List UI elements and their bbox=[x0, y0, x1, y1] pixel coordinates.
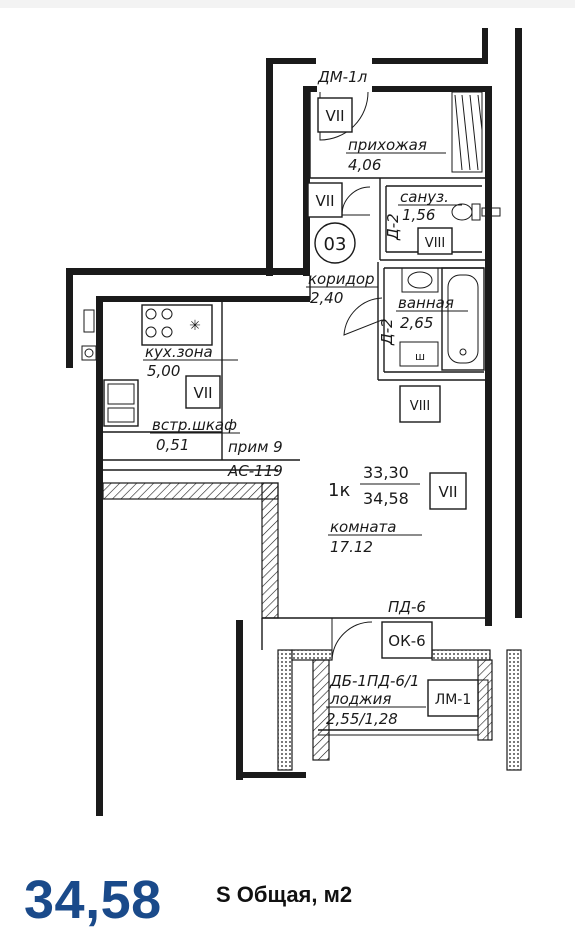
lm-label: ЛМ-1 bbox=[435, 692, 472, 708]
corridor-name: коридор bbox=[308, 270, 375, 288]
room-area: 17.12 bbox=[330, 538, 373, 556]
wc-area: 1,56 bbox=[402, 206, 435, 224]
toilet-icon bbox=[451, 203, 501, 221]
total-area-label: S Общая, м2 bbox=[216, 882, 353, 907]
mark-kitchen: VII bbox=[193, 384, 212, 402]
mark-wc: VIII bbox=[425, 236, 445, 251]
loggia-area: 2,55/1,28 bbox=[326, 710, 398, 728]
total-area-value: 34,58 bbox=[24, 870, 162, 930]
floor-plan: ✳ VII VII VIII VII VIII VII ОК-6 bbox=[0, 0, 575, 816]
door-d2-lower: Д-2 bbox=[378, 318, 396, 346]
corridor-area: 2,40 bbox=[310, 289, 343, 307]
wardrobe-name: встр.шкаф bbox=[152, 416, 237, 434]
area-living: 33,30 bbox=[363, 463, 409, 482]
mark-bath: VIII bbox=[410, 399, 430, 414]
bath-mark: ш bbox=[415, 350, 425, 363]
dm-label: ДМ-1л bbox=[317, 68, 368, 86]
db-label: ДБ-1ПД-6/1 bbox=[329, 672, 420, 690]
hall-name: прихожая bbox=[348, 136, 427, 154]
hall-area: 4,06 bbox=[348, 156, 381, 174]
wardrobe-area: 0,51 bbox=[156, 436, 189, 454]
pd6-label: ПД-6 bbox=[388, 598, 426, 616]
room-name: комната bbox=[330, 518, 396, 536]
bathroom-area: 2,65 bbox=[400, 314, 433, 332]
walls bbox=[66, 28, 522, 816]
kitchen-name: кух.зона bbox=[145, 343, 213, 361]
area-summary: 34,58 S Общая, м2 bbox=[0, 855, 575, 952]
kitchen-area: 5,00 bbox=[147, 362, 180, 380]
area-total: 34,58 bbox=[363, 489, 409, 508]
mark-entry: VII bbox=[325, 107, 344, 125]
ac-label: АС-119 bbox=[227, 462, 283, 480]
unit-number: 03 bbox=[324, 234, 347, 255]
partitions bbox=[103, 92, 490, 650]
hall-shelf bbox=[451, 91, 483, 173]
stove-icon: ✳ bbox=[141, 304, 213, 346]
sink-icon bbox=[103, 379, 139, 427]
wc-name: сануз. bbox=[400, 188, 449, 206]
prim-label: прим 9 bbox=[228, 438, 283, 456]
apartment-type: 1к bbox=[328, 480, 350, 501]
basin-icon bbox=[401, 267, 439, 293]
mark-corridor: VII bbox=[315, 192, 334, 210]
door-d2-upper: Д-2 bbox=[384, 213, 402, 241]
bathtub-icon bbox=[441, 267, 485, 371]
svg-text:✳: ✳ bbox=[189, 318, 201, 334]
mark-room: VII bbox=[438, 483, 457, 501]
window-ok6: ОК-6 bbox=[388, 632, 425, 650]
doors bbox=[319, 91, 383, 661]
bathroom-name: ванная bbox=[398, 294, 454, 312]
loggia-name: лоджия bbox=[329, 690, 391, 708]
